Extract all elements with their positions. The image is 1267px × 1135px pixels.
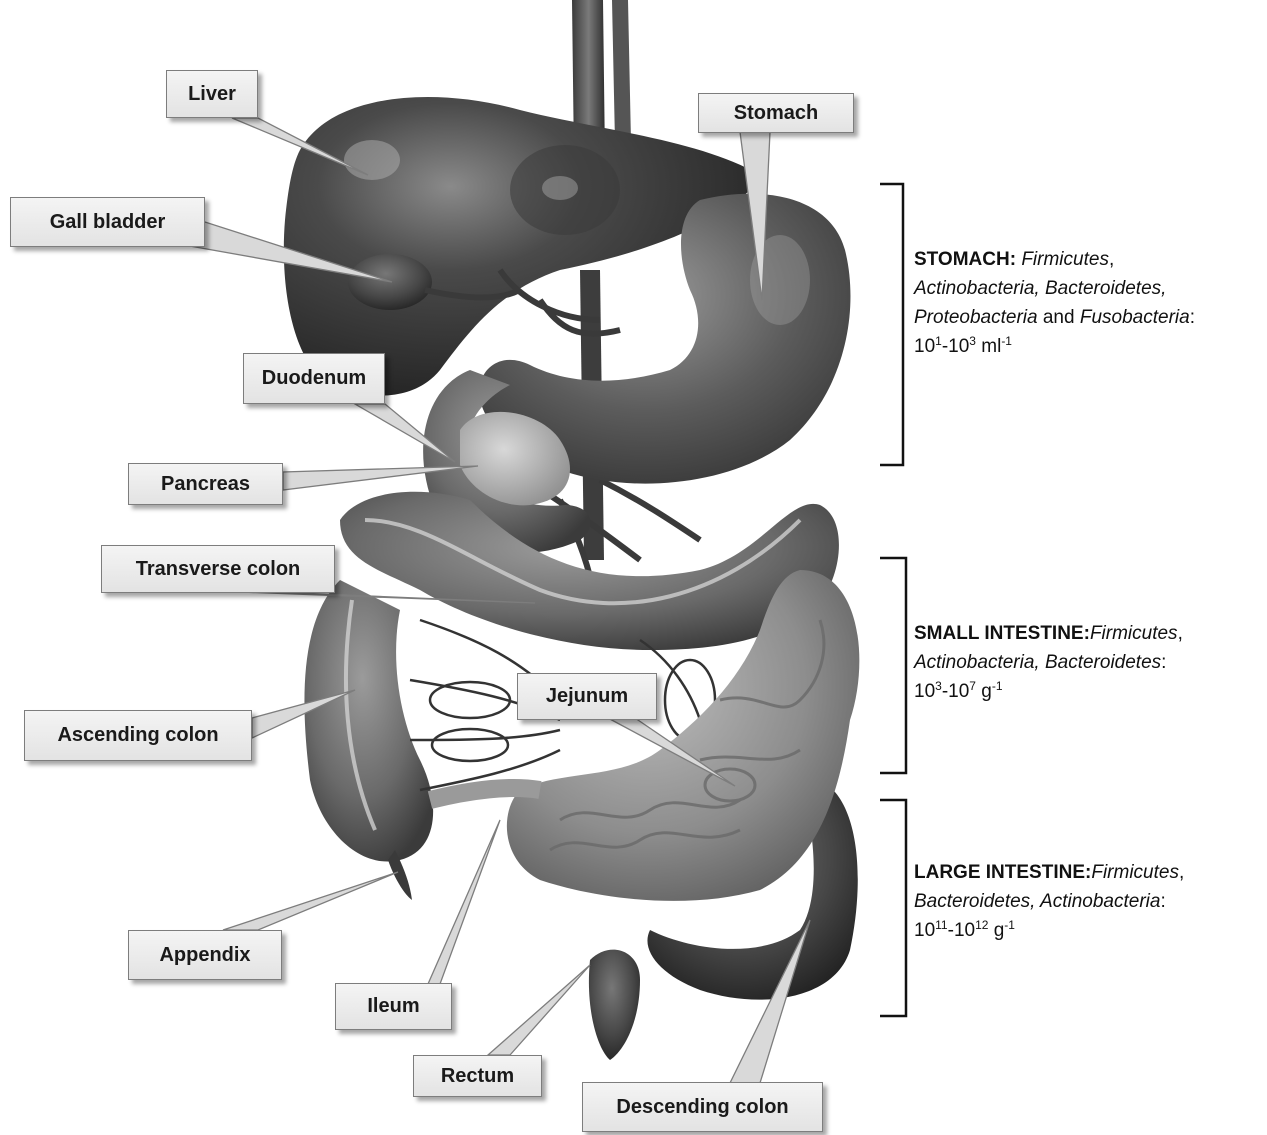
separator-text: , xyxy=(1109,249,1114,270)
label-liver: Liver xyxy=(166,70,258,118)
separator-text: : xyxy=(1161,652,1166,673)
label-pancreas: Pancreas xyxy=(128,463,283,505)
separator-text: : xyxy=(1160,891,1165,912)
phylum-text: Fusobacteria xyxy=(1080,307,1190,328)
annotation-stomach: STOMACH: Firmicutes, Actinobacteria, Bac… xyxy=(914,245,1264,361)
bacterial-count: 101-103 ml-1 xyxy=(914,332,1264,361)
phylum-text: Proteobacteria xyxy=(914,307,1038,328)
annotation-small-intestine: SMALL INTESTINE:Firmicutes, Actinobacter… xyxy=(914,619,1264,706)
label-ileum: Ileum xyxy=(335,983,452,1030)
ascending-colon xyxy=(304,580,433,862)
annotation-heading: STOMACH: xyxy=(914,249,1016,270)
separator-text: , xyxy=(1178,623,1183,644)
separator-text: : xyxy=(1190,307,1195,328)
label-stomach: Stomach xyxy=(698,93,854,133)
annotation-heading: SMALL INTESTINE: xyxy=(914,623,1090,644)
phylum-text: Actinobacteria, Bacteroidetes, xyxy=(914,278,1166,299)
label-descending-colon: Descending colon xyxy=(582,1082,823,1132)
stomach-bracket xyxy=(880,184,903,465)
bacterial-count: 1011-1012 g-1 xyxy=(914,916,1264,945)
phylum-text: Firmicutes xyxy=(1090,623,1178,644)
label-gall-bladder: Gall bladder xyxy=(10,197,205,247)
large-intestine-bracket xyxy=(880,800,906,1016)
separator-text: , xyxy=(1179,862,1184,883)
annotation-heading: LARGE INTESTINE: xyxy=(914,862,1091,883)
label-rectum: Rectum xyxy=(413,1055,542,1097)
phylum-text: Actinobacteria, Bacteroidetes xyxy=(914,652,1161,673)
phylum-text: Firmicutes xyxy=(1021,249,1109,270)
rectum xyxy=(589,950,640,1060)
phylum-text: Firmicutes xyxy=(1091,862,1179,883)
label-appendix: Appendix xyxy=(128,930,282,980)
bacterial-count: 103-107 g-1 xyxy=(914,677,1264,706)
conjunction-text: and xyxy=(1038,307,1080,328)
label-ascending-colon: Ascending colon xyxy=(24,710,252,761)
small-intestine-bracket xyxy=(880,558,906,773)
label-jejunum: Jejunum xyxy=(517,673,657,720)
label-transverse-colon: Transverse colon xyxy=(101,545,335,593)
label-duodenum: Duodenum xyxy=(243,353,385,404)
phylum-text: Bacteroidetes, Actinobacteria xyxy=(914,891,1160,912)
annotation-large-intestine: LARGE INTESTINE:Firmicutes, Bacteroidete… xyxy=(914,858,1264,945)
region-brackets xyxy=(880,184,906,1016)
